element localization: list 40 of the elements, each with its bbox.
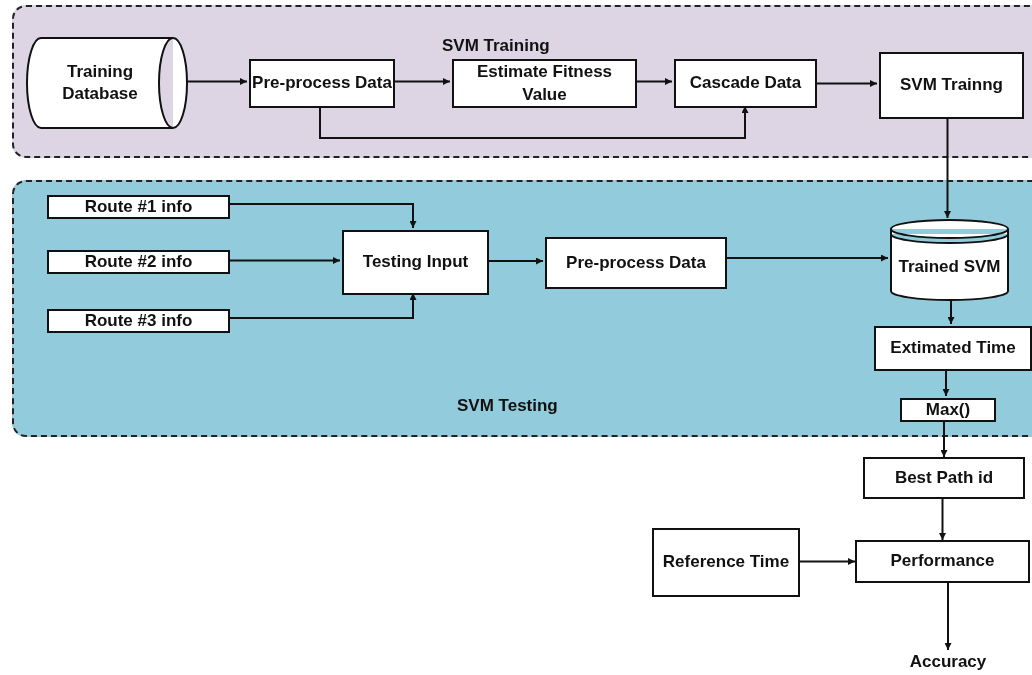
process-box xyxy=(900,398,996,422)
output-label: Accuracy xyxy=(893,650,1003,674)
box-label: Trained SVM xyxy=(898,255,1001,278)
box-label: Performance xyxy=(890,550,995,573)
process-box xyxy=(652,528,800,597)
process-box xyxy=(674,59,817,108)
box-label: SVM Trainng xyxy=(900,74,1003,97)
process-box xyxy=(342,230,489,295)
box-label: Training Database xyxy=(61,60,139,105)
box-label: Pre-process Data xyxy=(252,72,392,95)
arrow xyxy=(939,498,946,541)
process-box xyxy=(249,59,395,108)
process-box xyxy=(879,52,1024,119)
process-box xyxy=(545,237,727,289)
process-box xyxy=(855,540,1030,583)
process-box xyxy=(47,195,230,219)
process-box xyxy=(47,309,230,333)
box-label: Extimated Time xyxy=(890,337,1016,360)
process-box xyxy=(874,326,1032,371)
process-box xyxy=(452,59,637,108)
box-label: Reference Time xyxy=(662,551,790,574)
arrow xyxy=(944,582,952,651)
box-label: Estimate Fitness Value xyxy=(475,61,614,106)
process-box xyxy=(863,457,1025,499)
box-label: Route #2 info xyxy=(84,250,193,273)
box-label: Pre-process Data xyxy=(566,251,706,274)
box-label: Cascade Data xyxy=(689,72,802,95)
box-label: Best Path id xyxy=(894,466,994,489)
testing-panel xyxy=(12,180,1032,437)
process-box xyxy=(47,250,230,274)
arrow xyxy=(799,558,856,565)
box-label: Route #1 info xyxy=(84,195,193,218)
database-cylinder xyxy=(27,37,187,129)
box-label: Testing Input xyxy=(362,251,469,274)
box-label: Max() xyxy=(925,398,971,421)
training-panel xyxy=(12,5,1032,158)
database-cylinder xyxy=(890,220,1009,300)
box-label: Route #3 info xyxy=(84,309,193,332)
panel-title: SVM Training xyxy=(442,35,550,57)
panel-title: SVM Testing xyxy=(457,395,558,417)
